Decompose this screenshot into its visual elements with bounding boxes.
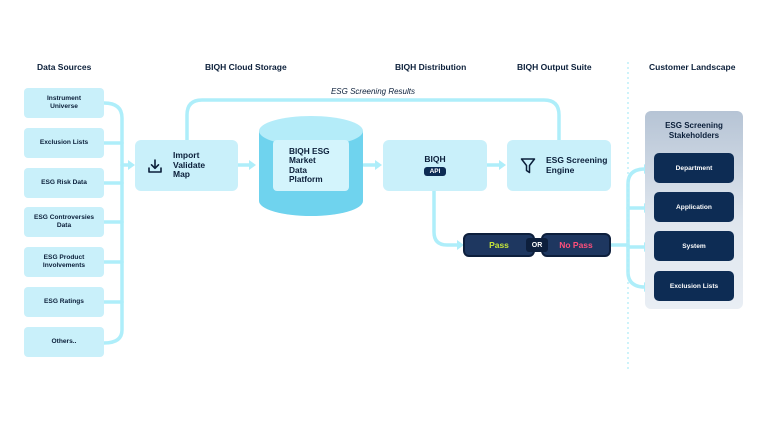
source-esg-ratings: ESG Ratings [24, 287, 104, 317]
source-esg-risk-data: ESG Risk Data [24, 168, 104, 198]
no-pass-label: No Pass [559, 240, 593, 250]
heading-output-suite: BIQH Output Suite [517, 62, 592, 72]
stakeholder-application: Application [654, 192, 734, 222]
biqh-label: BIQH [424, 153, 446, 164]
stakeholders-title: ESG Screening Stakeholders [665, 121, 723, 140]
pass-label: Pass [489, 240, 509, 250]
api-badge: API [423, 167, 447, 177]
stakeholder-exclusion-lists: Exclusion Lists [654, 271, 734, 301]
results-label: ESG Screening Results [330, 87, 416, 96]
stakeholder-department: Department [654, 153, 734, 183]
heading-cloud-storage: BIQH Cloud Storage [205, 62, 287, 72]
import-validate-map-box: Import Validate Map [135, 140, 238, 191]
source-instrument-universe: Instrument Universe [24, 88, 104, 118]
download-icon [147, 158, 163, 174]
heading-data-sources: Data Sources [37, 62, 92, 72]
source-esg-controversies: ESG Controversies Data [24, 207, 104, 237]
import-validate-map-label: Import Validate Map [173, 149, 206, 180]
platform-box: BIQH ESG Market Data Platform [273, 140, 349, 191]
stakeholder-bus-line [626, 167, 647, 289]
screening-engine-label: ESG Screening Engine [546, 154, 608, 175]
pass-pill: Pass [463, 233, 535, 257]
source-exclusion-lists: Exclusion Lists [24, 128, 104, 158]
source-others: Others.. [24, 327, 104, 357]
source-esg-product-involvements: ESG Product Involvements [24, 247, 104, 277]
platform-label: BIQH ESG Market Data Platform [289, 146, 330, 184]
heading-customer-landscape: Customer Landscape [649, 62, 736, 72]
results-loop-line [185, 98, 561, 142]
no-pass-pill: No Pass [541, 233, 611, 257]
source-bus-line [102, 101, 124, 345]
stakeholder-system: System [654, 231, 734, 261]
funnel-icon [520, 157, 536, 175]
decision-line [432, 189, 460, 247]
heading-distribution: BIQH Distribution [395, 62, 467, 72]
screening-engine-box: ESG Screening Engine [507, 140, 611, 191]
or-badge: OR [526, 238, 548, 252]
biqh-api-box: BIQH API [383, 140, 487, 191]
